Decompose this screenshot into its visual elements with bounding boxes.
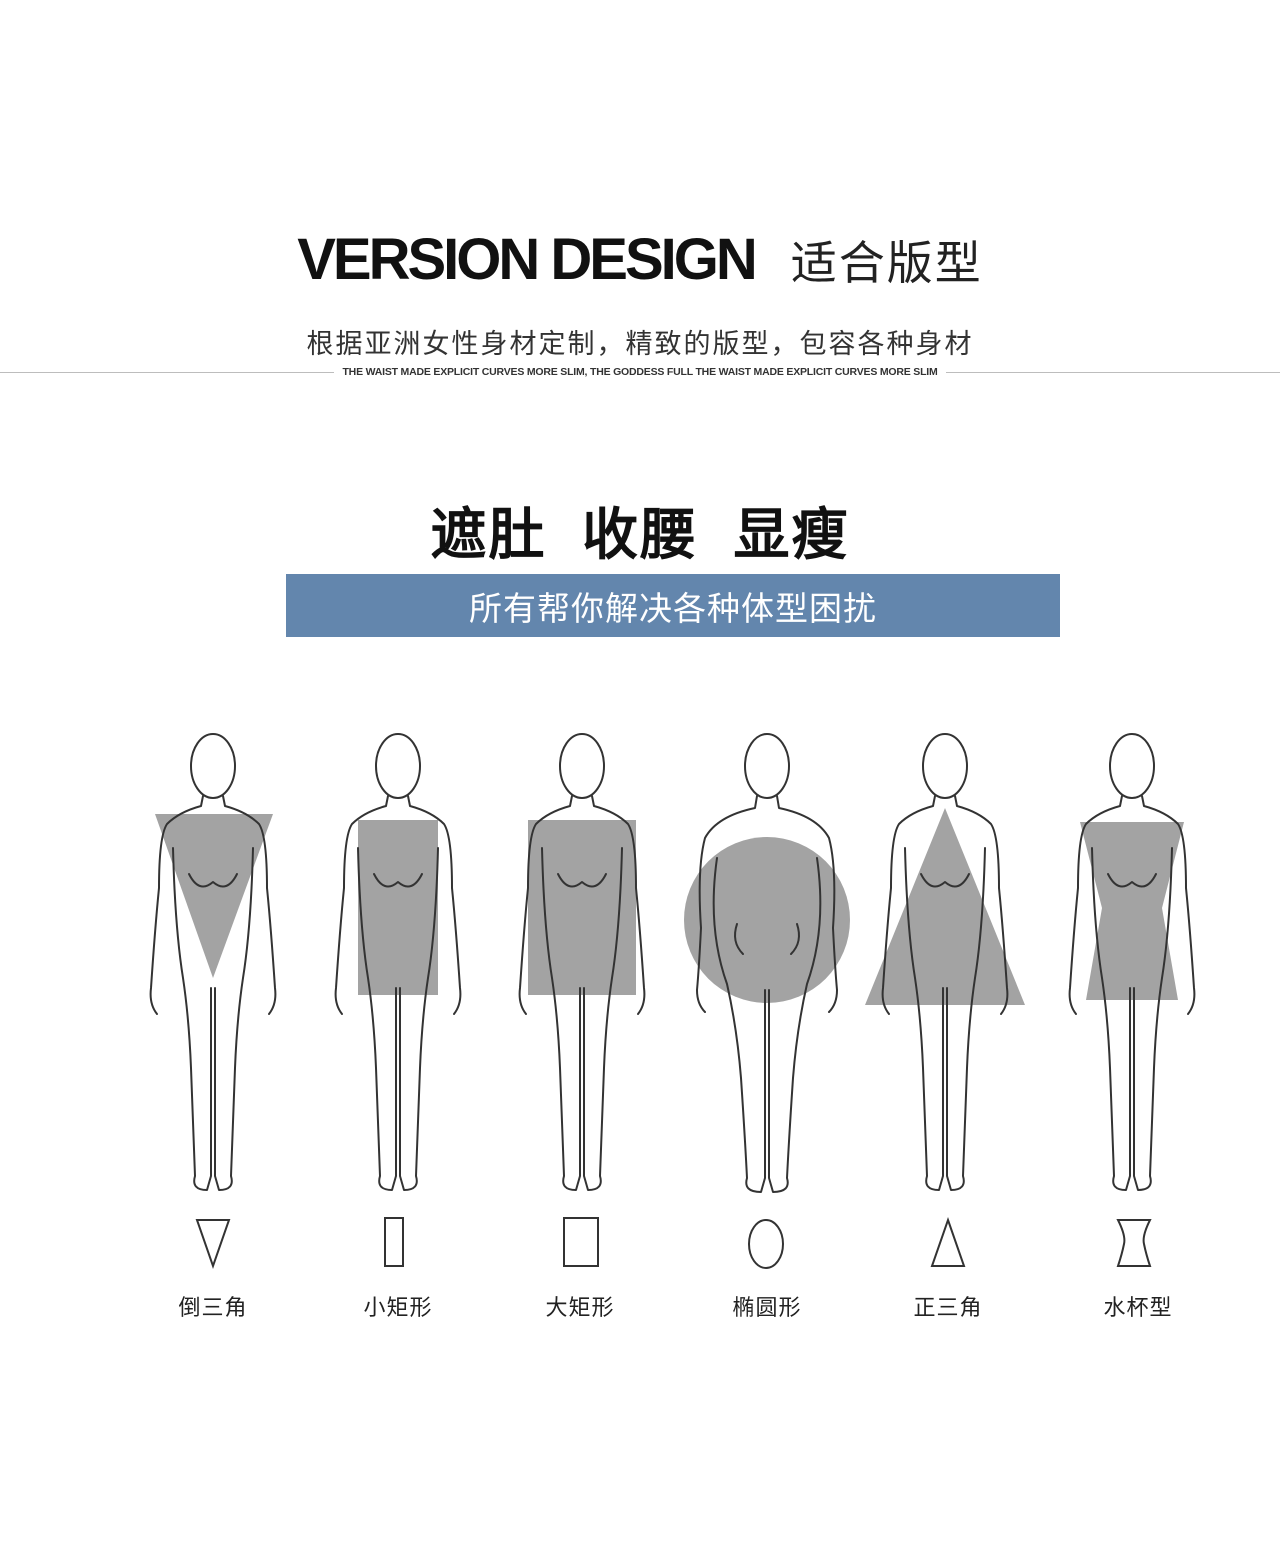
left-divider [0,371,335,373]
right-divider [945,371,1280,373]
triangle-icon [918,1214,978,1274]
label-hourglass-cup: 水杯型 [1103,1296,1173,1321]
label-oval: 椭圆形 [732,1296,802,1321]
figure-oval [684,728,850,1208]
inverted-triangle-icon [183,1214,243,1274]
banner-text: 所有帮你解决各种体型困扰 [469,588,877,628]
figure-large-rectangle [502,728,662,1208]
large-rectangle-icon [551,1214,611,1274]
figure-inverted-triangle [133,728,293,1208]
oval-icon [736,1214,796,1274]
label-inverted-triangle: 倒三角 [178,1296,248,1321]
hourglass-cup-icon [1104,1214,1164,1274]
subtitle-rule-row: THE WAIST MADE EXPLICIT CURVES MORE SLIM… [0,363,1280,381]
figure-small-rectangle [318,728,478,1208]
subtitle-chinese: 根据亚洲女性身材定制，精致的版型，包容各种身材 [306,329,974,360]
figure-hourglass-cup [1052,728,1212,1208]
figure-triangle [865,728,1025,1208]
small-rectangle-icon [364,1214,424,1274]
title-chinese: 适合版型 [790,236,983,290]
label-large-rectangle: 大矩形 [545,1296,615,1321]
title-english: VERSION DESIGN [297,227,758,292]
title-row: VERSION DESIGN 适合版型 [0,226,1280,293]
subtitle-english: THE WAIST MADE EXPLICIT CURVES MORE SLIM… [342,366,938,378]
banner: 所有帮你解决各种体型困扰 [286,574,1060,637]
label-triangle: 正三角 [913,1296,983,1321]
headline: 遮肚 收腰 显瘦 [430,502,850,568]
label-small-rectangle: 小矩形 [363,1296,433,1321]
